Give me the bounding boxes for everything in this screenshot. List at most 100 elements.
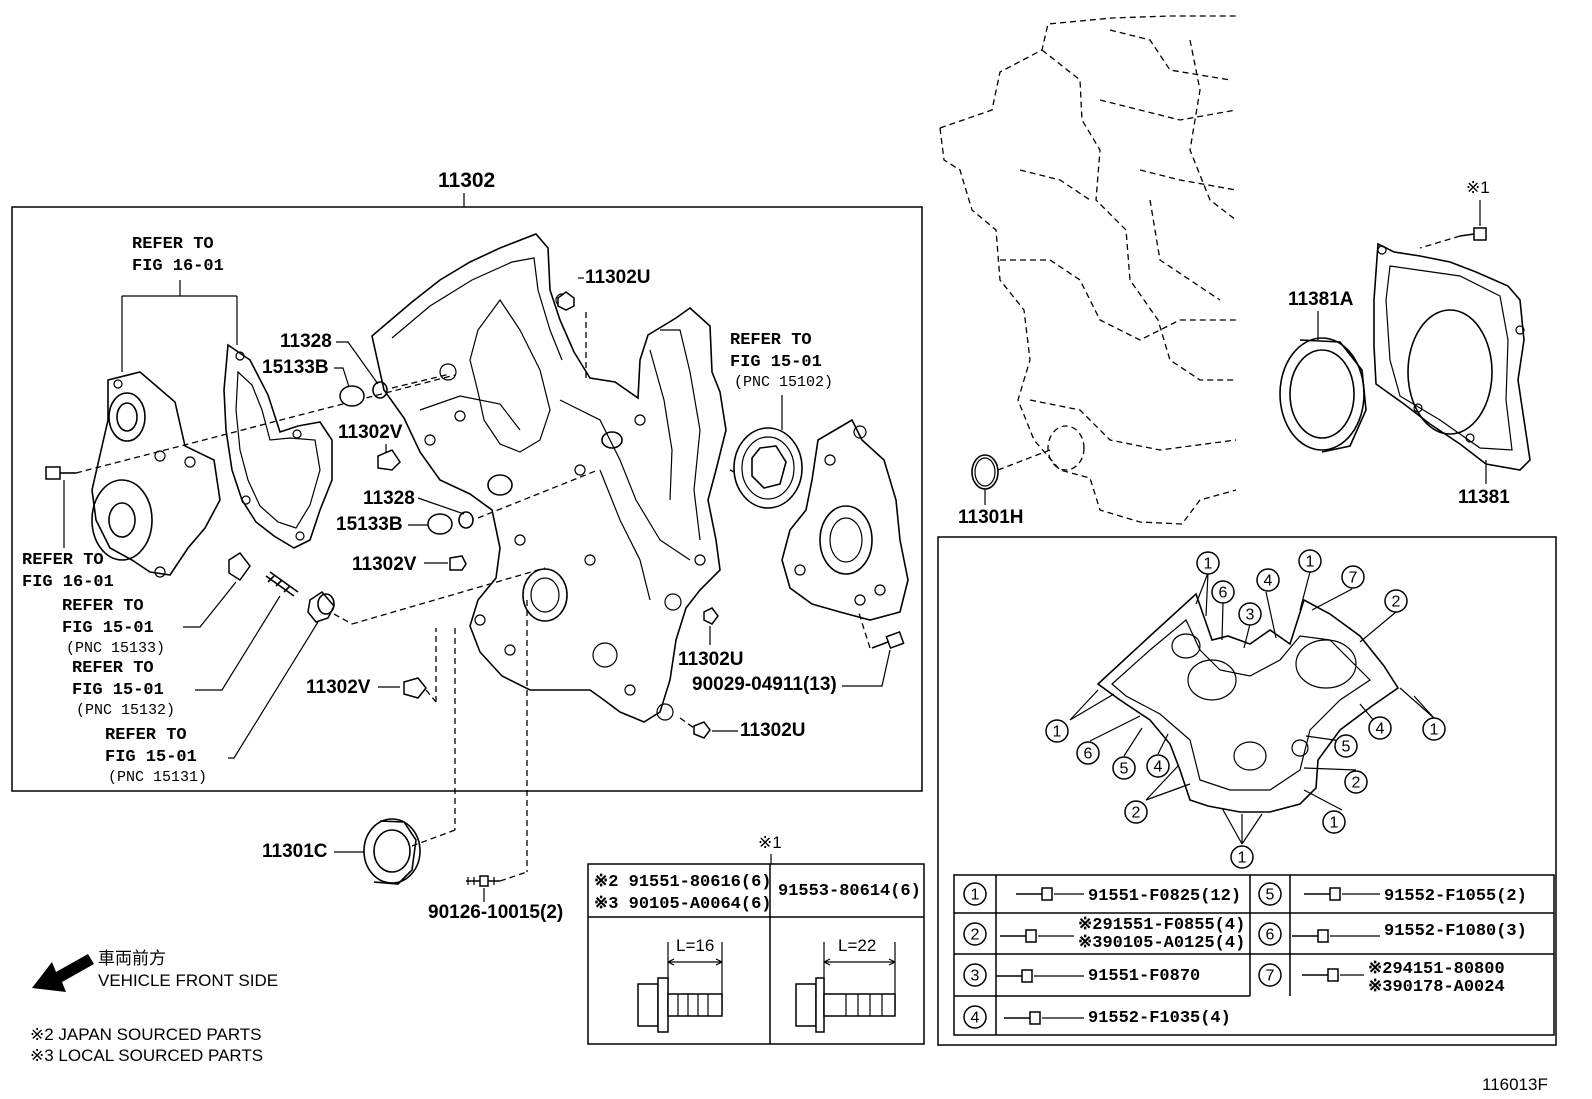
bolt-2-part[interactable]: 91553-80614(6) (778, 882, 921, 901)
position-marker-number: 1 (1330, 815, 1339, 832)
position-marker-circle (1211, 580, 1235, 604)
svg-text:FIG 16-01: FIG 16-01 (132, 257, 224, 276)
crankshaft-seal-11301C (363, 818, 421, 885)
label-11381A[interactable]: 11381A (1288, 289, 1354, 310)
bolt-1-local-part[interactable]: ※3 90105-A0064(6) (594, 895, 771, 914)
label-11302[interactable]: 11302 (438, 169, 495, 192)
refer-fig-16-01-top[interactable]: REFER TO FIG 16-01 (132, 235, 224, 276)
bolt-part-number[interactable]: 91552-F1080(3) (1384, 922, 1527, 941)
bolt-icon (1025, 929, 1037, 943)
label-15133B-a[interactable]: 15133B (262, 357, 329, 378)
position-marker-number: 4 (1154, 759, 1163, 776)
label-11302V-a[interactable]: 11302V (338, 422, 403, 443)
label-11301C[interactable]: 11301C (262, 841, 328, 862)
stud-bolt-icon (466, 875, 500, 887)
bolt-icon (1041, 887, 1053, 901)
retainer-bolt-icon (1459, 200, 1487, 241)
svg-text:REFER TO: REFER TO (22, 551, 104, 570)
vehicle-front-en: VEHICLE FRONT SIDE (98, 971, 278, 990)
svg-text:FIG 15-01: FIG 15-01 (105, 748, 197, 767)
position-marker-number: 1 (1430, 722, 1439, 739)
relief-valve-parts (228, 551, 335, 623)
plug-icon (703, 607, 719, 625)
bolt-list-table (953, 874, 1555, 1036)
label-15133B-b[interactable]: 15133B (336, 514, 403, 535)
bolt-position-box (937, 536, 1557, 1046)
flange-bolt-l16-icon (637, 977, 723, 1033)
bolt-1-length: L=16 (676, 936, 714, 955)
dowel-icon (449, 555, 467, 571)
position-marker-number: 6 (1084, 746, 1093, 763)
label-11381[interactable]: 11381 (1458, 487, 1510, 508)
label-11302U-mid[interactable]: 11302U (678, 649, 744, 670)
o-ring-11301H (971, 454, 999, 490)
bolt-row-number: 1 (971, 887, 980, 904)
position-marker-number: 2 (1352, 775, 1361, 792)
svg-text:REFER TO: REFER TO (105, 726, 187, 745)
refer-fig-15-01-pnc-15102[interactable]: REFER TO FIG 15-01 (PNC 15102) (730, 331, 833, 391)
bolt-icon (871, 631, 905, 649)
position-marker-circle (1146, 754, 1170, 778)
svg-text:FIG 15-01: FIG 15-01 (72, 681, 164, 700)
bolt-position-leaders (1069, 571, 1435, 845)
position-marker-circle (1298, 549, 1322, 573)
bolt-row-number-circle (1258, 963, 1282, 987)
bolt-row-number: 4 (971, 1010, 980, 1027)
plug-icon (557, 291, 575, 311)
bolt-icon (1317, 929, 1329, 943)
assembly-11302-box (11, 206, 923, 792)
svg-text:REFER TO: REFER TO (62, 597, 144, 616)
bolt-2-length: L=22 (838, 936, 876, 955)
star1-label-table: ※1 (758, 833, 782, 852)
label-11302U-top[interactable]: 11302U (585, 267, 651, 288)
label-11301H[interactable]: 11301H (958, 507, 1024, 528)
label-11302V-c[interactable]: 11302V (306, 677, 371, 698)
bolt-part-number[interactable]: 91551-F0870 (1088, 967, 1200, 986)
position-marker-circle (1196, 551, 1220, 575)
bolt-part-number[interactable]: ※390105-A0125(4) (1078, 934, 1245, 953)
position-marker-circle (1322, 810, 1346, 834)
label-11328-a[interactable]: 11328 (280, 331, 332, 352)
refer-fig-15-01-pnc-15133[interactable]: REFER TO FIG 15-01 (PNC 15133) (62, 597, 165, 657)
bolt-part-number[interactable]: 91551-F0825(12) (1088, 887, 1241, 906)
svg-text:(PNC 15131): (PNC 15131) (108, 769, 207, 786)
label-90126-10015[interactable]: 90126-10015(2) (428, 902, 563, 923)
position-marker-circle (1112, 756, 1136, 780)
bolt-part-number[interactable]: ※390178-A0024 (1368, 978, 1505, 997)
svg-text:(PNC 15102): (PNC 15102) (734, 374, 833, 391)
label-11328-b[interactable]: 11328 (363, 488, 415, 509)
position-marker-number: 5 (1342, 739, 1351, 756)
svg-text:REFER TO: REFER TO (132, 235, 214, 254)
bolt-row-number-circle (963, 922, 987, 946)
water-pump-gasket (223, 343, 333, 549)
refer-fig-15-01-pnc-15131[interactable]: REFER TO FIG 15-01 (PNC 15131) (105, 726, 207, 786)
figure-id: 116013F (1482, 1075, 1548, 1094)
bolt-part-number[interactable]: 91552-F1055(2) (1384, 887, 1527, 906)
bolt-1-jp-part[interactable]: ※2 91551-80616(6) (594, 873, 771, 892)
engine-block-outline (939, 15, 1237, 525)
bolt-row-number-circle (1258, 922, 1282, 946)
bolt-part-number[interactable]: 91552-F1035(4) (1088, 1009, 1231, 1028)
refer-fig-16-01-left[interactable]: REFER TO FIG 16-01 (22, 551, 114, 592)
bolt-part-number[interactable]: ※291551-F0855(4) (1078, 916, 1245, 935)
bolt-row-number: 3 (971, 968, 980, 985)
position-marker-circle (1368, 716, 1392, 740)
position-marker-number: 6 (1219, 585, 1228, 602)
label-11302V-b[interactable]: 11302V (352, 554, 417, 575)
position-marker-number: 1 (1306, 554, 1315, 571)
position-marker-number: 2 (1132, 805, 1141, 822)
label-11302U-bottom[interactable]: 11302U (740, 720, 806, 741)
timing-chain-cover (371, 233, 727, 723)
position-marker-circle (1341, 565, 1365, 589)
bolt-part-number[interactable]: ※294151-80800 (1368, 960, 1505, 979)
refer-fig-15-01-pnc-15132[interactable]: REFER TO FIG 15-01 (PNC 15132) (72, 659, 175, 719)
label-90029-04911[interactable]: 90029-04911(13) (692, 674, 837, 695)
dowel-icon (377, 449, 401, 471)
bolt-icon (1021, 969, 1033, 983)
position-marker-number: 2 (1392, 594, 1401, 611)
oil-pump-cover (781, 418, 909, 621)
position-marker-number: 4 (1264, 573, 1273, 590)
